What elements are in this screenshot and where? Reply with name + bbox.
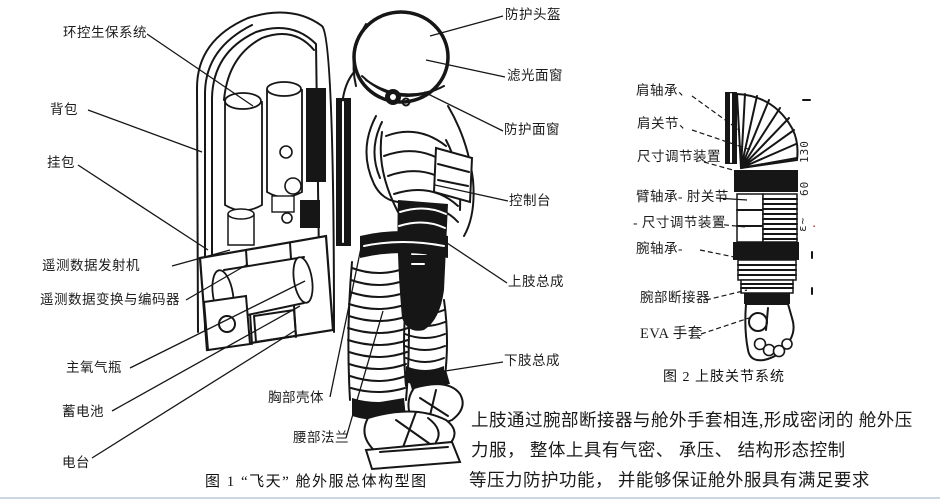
fig2-label: 臂轴承- 肘关节 (636, 189, 729, 204)
figure2-arm-drawing (691, 92, 813, 362)
fig2-label: 腕轴承- (636, 241, 683, 256)
fig1-label: 下肢总成 (504, 353, 560, 368)
fig1-label: 挂包 (47, 155, 75, 170)
waist-flange (360, 231, 448, 258)
forearm-band (733, 242, 799, 260)
red-stamp-mark: ▪ (813, 224, 816, 230)
fig1-label: 电台 (62, 455, 90, 470)
paragraph-line: 力服， 整体上具有气密、 承压、 结构形态控制 (471, 440, 846, 460)
helmet (352, 10, 450, 107)
fig1-label: 控制台 (509, 193, 551, 208)
paragraph-line: 上肢通过腕部断接器与舱外手套相连,形成密闭的 舱外压 (471, 410, 913, 430)
fig1-label: 防护头盔 (505, 7, 561, 22)
fig2-label: EVA 手套 (640, 326, 703, 342)
fig1-label: 上肢总成 (508, 274, 564, 289)
fig1-label: 蓄电池 (62, 404, 104, 419)
paragraph-line: 等压力防护功能， 并能够保证舱外服具有满足要求 (469, 470, 870, 490)
fig2-label: 尺寸调节装置 (637, 149, 721, 164)
fig1-label: 滤光面窗 (507, 68, 563, 83)
fig2-label: 腕部断接器 (640, 290, 710, 305)
shoulder-size-adjuster (734, 170, 798, 192)
fig1-label: 胸部壳体 (268, 390, 324, 405)
wrist-disconnector (744, 293, 790, 304)
fig2-label: - 尺寸调节装置 (633, 215, 726, 230)
fig2-leader-lines (691, 95, 752, 335)
boots (363, 370, 464, 471)
figure1-suit-drawing (77, 10, 509, 471)
fig1-leader-lines (77, 15, 509, 459)
lower-compartment (198, 234, 335, 352)
eva-glove (744, 303, 795, 362)
dimension-ticks (802, 99, 813, 295)
dimension-mark: 130 (798, 140, 811, 163)
valve-assembly (271, 145, 320, 228)
bottom-divider (0, 497, 940, 499)
fig2-label: 肩轴承、 (636, 83, 692, 98)
fig2-caption: 图 2 上肢关节系统 (663, 370, 785, 385)
back-frame-strip (336, 69, 357, 246)
fig2-label: 肩关节、 (637, 116, 693, 131)
oxygen-tanks (224, 81, 326, 246)
elbow-joint (736, 193, 798, 243)
fig1-caption: 图 1 “飞天” 舱外服总体构型图 (205, 474, 428, 490)
fig1-label: 腰部法兰 (293, 430, 349, 445)
fig1-label: 遥测数据变换与编码器 (40, 292, 180, 307)
fig1-label: 主氧气瓶 (66, 360, 122, 375)
dimension-mark: ε~ (796, 216, 809, 232)
wrist-bellows (737, 259, 797, 294)
fig1-label: 环控生保系统 (63, 25, 147, 40)
fig1-label: 背包 (50, 102, 78, 117)
fig1-label: 遥测数据发射机 (42, 258, 140, 273)
chest-console (432, 105, 475, 237)
fig1-label: 防护面窗 (504, 122, 560, 137)
shoulder-fan (725, 92, 799, 170)
dimension-mark: 60 (798, 180, 811, 196)
